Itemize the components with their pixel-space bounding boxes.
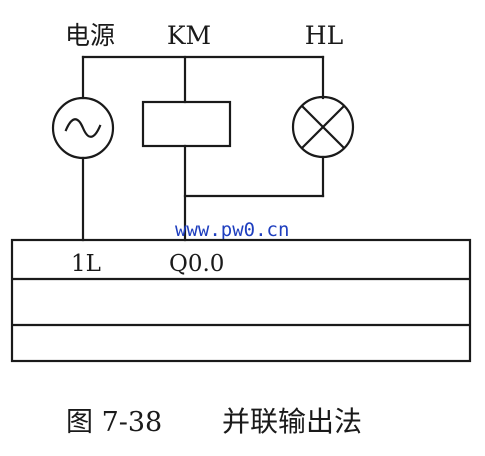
power-source-label: 电源 xyxy=(65,21,115,50)
watermark-text: www.pw0.cn xyxy=(175,219,289,241)
common-terminal-label: 1L xyxy=(71,251,101,277)
ac-power-source-symbol xyxy=(51,96,115,160)
figure-number: 图 7-38 xyxy=(66,407,162,438)
plc-output-module xyxy=(10,238,472,363)
relay-coil-symbol xyxy=(141,100,232,148)
figure-title: 并联输出法 xyxy=(222,405,362,438)
lamp-label: HL xyxy=(305,21,343,50)
indicator-lamp-symbol xyxy=(291,95,355,159)
relay-coil-label: KM xyxy=(167,21,211,50)
output-terminal-label: Q0.0 xyxy=(169,251,224,277)
